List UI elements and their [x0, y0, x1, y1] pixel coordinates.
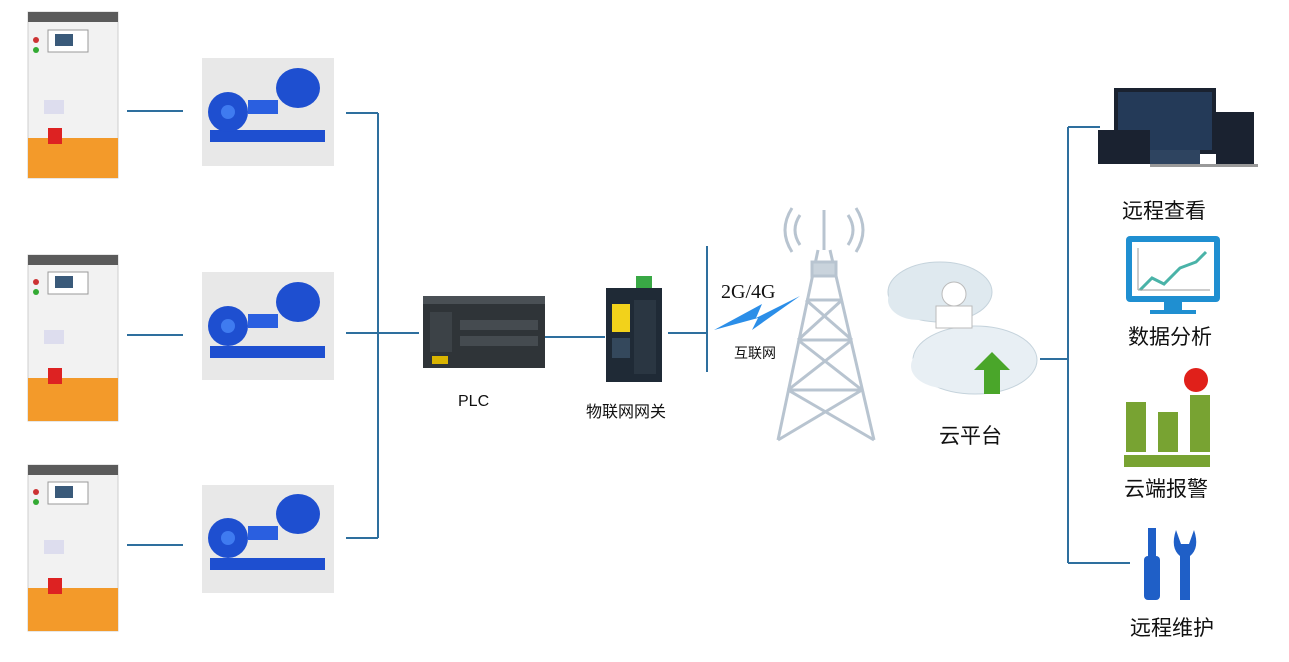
- devices-icon: [1098, 88, 1258, 167]
- plc-label: PLC: [458, 393, 490, 410]
- gateway-icon: [606, 276, 662, 382]
- water-pump-icon: [202, 485, 334, 593]
- monitor-chart-icon: [1126, 236, 1220, 314]
- lightning-icon: [714, 296, 800, 330]
- signal-tower-icon: [776, 207, 876, 442]
- water-pump-icon: [202, 272, 334, 380]
- cloud-alarm-label: 云端报警: [1124, 477, 1208, 501]
- tools-icon: [1144, 528, 1197, 600]
- network-type-label: 2G/4G: [721, 281, 776, 303]
- control-cabinet-icon: [27, 464, 119, 632]
- internet-label: 互联网: [734, 346, 776, 362]
- remote-maintenance-label: 远程维护: [1130, 616, 1214, 640]
- control-cabinet-icon: [27, 254, 119, 422]
- plc-icon: [423, 296, 545, 368]
- cloud-icon: [887, 261, 1038, 395]
- data-analysis-label: 数据分析: [1128, 325, 1212, 349]
- gateway-label: 物联网网关: [586, 402, 667, 421]
- alarm-bar-icon: [1124, 368, 1210, 467]
- control-cabinet-icon: [27, 11, 119, 179]
- water-pump-icon: [202, 58, 334, 166]
- cloud-platform-label: 云平台: [939, 424, 1002, 448]
- remote-view-label: 远程查看: [1122, 199, 1206, 223]
